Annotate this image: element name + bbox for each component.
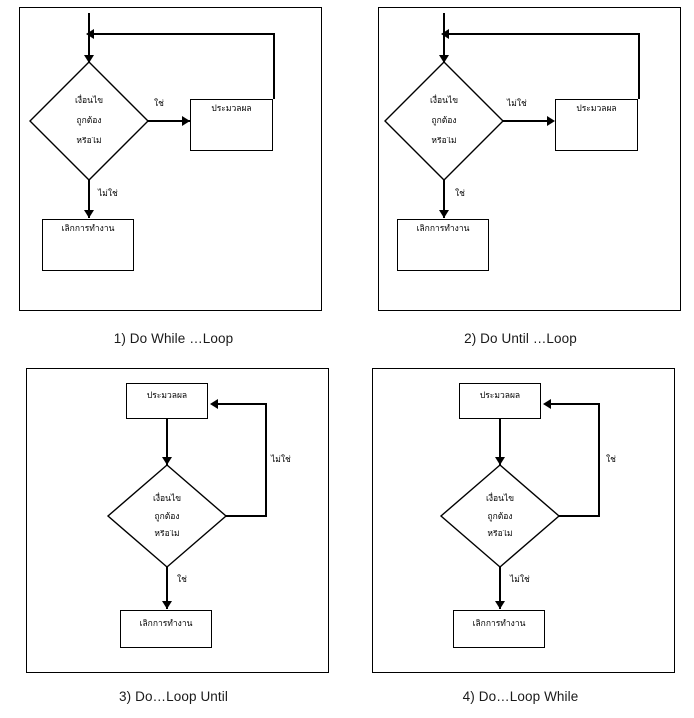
branch-down-line xyxy=(166,567,168,609)
branch-right-label: ใช่ xyxy=(606,455,616,465)
branch-down-line xyxy=(443,180,445,218)
loopback-horizontal xyxy=(443,33,640,35)
loopback-arrowhead xyxy=(543,399,551,409)
panel-do-loop-until: ประมวลผล เงื่อนไข ถูกต้อง หรือไม่ ไม่ใช่ xyxy=(0,360,347,718)
loopback-arrowhead xyxy=(441,29,449,39)
diamond-shape-icon xyxy=(29,61,149,181)
loopback-vertical xyxy=(265,403,267,516)
terminal-box: เลิกการทำงาน xyxy=(397,219,489,271)
loopback-vertical xyxy=(273,33,275,99)
panel-frame: ประมวลผล เงื่อนไข ถูกต้อง หรือไม่ ไม่ใช่ xyxy=(26,368,329,673)
branch-down-line xyxy=(88,180,90,218)
loopback-horizontal-lower xyxy=(225,515,267,517)
process-to-decision-arrowhead xyxy=(495,457,505,465)
loopback-vertical xyxy=(598,403,600,516)
process-box: ประมวลผล xyxy=(126,383,208,419)
process-to-decision-line xyxy=(499,419,501,465)
loopback-horizontal xyxy=(88,33,275,35)
process-to-decision-arrowhead xyxy=(162,457,172,465)
loopback-arrowhead xyxy=(210,399,218,409)
panel-caption: 4) Do…Loop While xyxy=(462,689,579,704)
decision-diamond: เงื่อนไข ถูกต้อง หรือไม่ xyxy=(106,464,228,568)
process-box: ประมวลผล xyxy=(555,99,638,151)
decision-diamond: เงื่อนไข ถูกต้อง หรือไม่ xyxy=(29,61,149,181)
terminal-box: เลิกการทำงาน xyxy=(120,610,212,648)
branch-right-arrowhead xyxy=(182,116,190,126)
loopback-horizontal-upper xyxy=(217,403,266,405)
terminal-box: เลิกการทำงาน xyxy=(453,610,545,648)
branch-down-arrowhead xyxy=(495,601,505,609)
diamond-shape-icon xyxy=(384,61,504,181)
entry-arrowhead xyxy=(439,55,449,63)
process-to-decision-line xyxy=(166,419,168,465)
process-box-label: ประมวลผล xyxy=(146,391,188,401)
terminal-box-label: เลิกการทำงาน xyxy=(61,224,115,234)
panel-frame: เงื่อนไข ถูกต้อง หรือไม่ ไม่ใช่ ประมวลผล… xyxy=(378,7,681,311)
panel-caption: 3) Do…Loop Until xyxy=(119,689,228,704)
process-box: ประมวลผล xyxy=(190,99,273,151)
panel-do-while-loop: เงื่อนไข ถูกต้อง หรือไม่ ใช่ ประมวลผล ไม… xyxy=(0,0,347,360)
branch-down-label: ไม่ใช่ xyxy=(510,575,530,585)
panel-do-loop-while: ประมวลผล เงื่อนไข ถูกต้อง หรือไม่ ใช่ ไม… xyxy=(347,360,694,718)
diamond-shape-icon xyxy=(439,464,561,568)
panel-do-until-loop: เงื่อนไข ถูกต้อง หรือไม่ ไม่ใช่ ประมวลผล… xyxy=(347,0,694,360)
branch-right-arrowhead xyxy=(547,116,555,126)
branch-down-label: ใช่ xyxy=(455,189,465,199)
branch-right-label: ไม่ใช่ xyxy=(271,455,291,465)
branch-right-line xyxy=(503,120,551,122)
diamond-shape-icon xyxy=(106,464,228,568)
terminal-box-label: เลิกการทำงาน xyxy=(472,619,526,629)
panel-frame: ประมวลผล เงื่อนไข ถูกต้อง หรือไม่ ใช่ ไม… xyxy=(372,368,675,673)
branch-down-arrowhead xyxy=(84,210,94,218)
process-box-label: ประมวลผล xyxy=(211,104,252,114)
entry-arrowhead xyxy=(84,55,94,63)
decision-diamond: เงื่อนไข ถูกต้อง หรือไม่ xyxy=(439,464,561,568)
loopback-horizontal-lower xyxy=(558,515,600,517)
process-box: ประมวลผล xyxy=(459,383,541,419)
panel-frame: เงื่อนไข ถูกต้อง หรือไม่ ใช่ ประมวลผล ไม… xyxy=(19,7,322,311)
process-box-label: ประมวลผล xyxy=(479,391,521,401)
branch-down-arrowhead xyxy=(439,210,449,218)
loopback-vertical xyxy=(638,33,640,99)
branch-down-label: ไม่ใช่ xyxy=(98,189,118,199)
process-box-label: ประมวลผล xyxy=(576,104,617,114)
branch-right-label: ไม่ใช่ xyxy=(507,99,527,109)
branch-right-line xyxy=(148,120,190,122)
branch-right-label: ใช่ xyxy=(154,99,164,109)
loopback-horizontal-upper xyxy=(550,403,599,405)
branch-down-arrowhead xyxy=(162,601,172,609)
terminal-box-label: เลิกการทำงาน xyxy=(416,224,470,234)
panel-caption: 1) Do While …Loop xyxy=(113,331,234,346)
terminal-box: เลิกการทำงาน xyxy=(42,219,134,271)
branch-down-label: ใช่ xyxy=(177,575,187,585)
panel-caption: 2) Do Until …Loop xyxy=(464,331,577,346)
decision-diamond: เงื่อนไข ถูกต้อง หรือไม่ xyxy=(384,61,504,181)
terminal-box-label: เลิกการทำงาน xyxy=(139,619,193,629)
branch-down-line xyxy=(499,567,501,609)
loopback-arrowhead xyxy=(86,29,94,39)
